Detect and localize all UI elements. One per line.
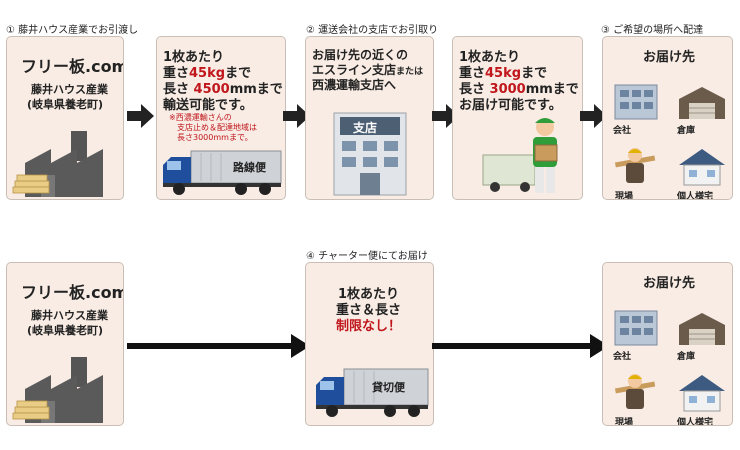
delivery-man-icon <box>482 118 558 193</box>
origin-site-name: フリー板.com <box>21 57 124 76</box>
charter-line2: 重さ＆長さ <box>336 303 402 318</box>
destination-house-label: 個人様宅 <box>677 418 714 426</box>
arrow-right-icon <box>283 104 310 128</box>
destination-warehouse-label: 倉庫 <box>677 352 696 362</box>
branch-line2: エスライン支店または <box>312 63 424 77</box>
step-3-label: ③ ご希望の場所へ配達 <box>601 25 704 36</box>
charter-box: 1枚あたり 重さ＆長さ 制限なし！ 貸切便 <box>305 262 434 426</box>
destination-title: お届け先 <box>643 276 696 291</box>
step-1-label: ① 藤井ハウス産業でお引渡し <box>6 25 139 36</box>
truck-icon <box>316 368 429 417</box>
truck-note-3: 長さ3000mmまで。 <box>177 133 253 142</box>
truck-line1: 1枚あたり <box>163 50 225 65</box>
destination-office-label: 会社 <box>613 352 632 362</box>
step-2-label: ② 運送会社の支店でお引取り <box>306 25 439 36</box>
origin-site-name: フリー板.com <box>21 283 124 302</box>
worker-icon <box>614 374 656 409</box>
delivery-limit-box: 1枚あたり 重さ45kgまで 長さ 3000mmまで お届け可能です。 <box>452 36 583 200</box>
house-icon <box>679 375 725 412</box>
destination-site-label: 現場 <box>615 418 634 426</box>
step-4-label: ④ チャーター便にてお届け <box>306 251 428 262</box>
charter-line3: 制限なし！ <box>336 319 402 334</box>
destination-box: お届け先 会社 倉庫 現場 個人様宅 <box>602 262 733 426</box>
destination-title: お届け先 <box>643 50 696 65</box>
charter-line1: 1枚あたり <box>338 287 400 302</box>
origin-location: (岐阜県養老町) <box>27 324 104 337</box>
truck-line4: 輸送可能です。 <box>163 98 253 113</box>
charter-truck-label: 貸切便 <box>372 381 405 394</box>
long-arrow-right-icon <box>432 334 609 358</box>
truck-note-1: ※西濃運輸さんの <box>169 113 232 122</box>
origin-box: フリー板.com 藤井ハウス産業 (岐阜県養老町) <box>6 36 124 200</box>
destination-house-label: 個人様宅 <box>677 192 714 200</box>
truck-route-box: 1枚あたり 重さ45kgまで 長さ 4500mmまで 輸送可能です。 ※西濃運輸… <box>156 36 286 200</box>
branch-building-label: 支店 <box>353 121 378 135</box>
truck-icon <box>163 150 282 195</box>
truck-length-line: 長さ 4500mmまで <box>163 82 283 97</box>
origin-box: フリー板.com 藤井ハウス産業 (岐阜県養老町) <box>6 262 124 426</box>
worker-icon <box>614 148 656 183</box>
warehouse-icon <box>679 87 725 119</box>
truck-type-label: 路線便 <box>233 161 266 174</box>
branch-pickup-box: お届け先の近くの エスライン支店または 西濃運輸支店へ 支店 <box>305 36 434 200</box>
arrow-right-icon <box>580 104 607 128</box>
branch-line3: 西濃運輸支店へ <box>312 78 397 92</box>
truck-weight-line: 重さ45kgまで <box>163 66 252 81</box>
delivery-line1: 1枚あたり <box>459 50 521 65</box>
delivery-line4: お届け可能です。 <box>459 98 562 113</box>
truck-note-2: 支店止め＆配達地域は <box>177 123 257 132</box>
house-icon <box>679 149 725 186</box>
warehouse-icon <box>679 313 725 345</box>
delivery-length-line: 長さ 3000mmまで <box>459 82 579 97</box>
delivery-weight-line: 重さ45kgまで <box>459 66 548 81</box>
origin-company: 藤井ハウス産業 <box>31 309 108 322</box>
factory-icon <box>12 131 103 197</box>
long-arrow-right-icon <box>127 334 310 358</box>
factory-icon <box>12 357 103 423</box>
office-building-icon <box>614 310 658 346</box>
office-building-icon <box>614 84 658 120</box>
branch-line1: お届け先の近くの <box>312 48 409 62</box>
origin-company: 藤井ハウス産業 <box>31 83 108 96</box>
destination-warehouse-label: 倉庫 <box>677 126 696 136</box>
origin-location: (岐阜県養老町) <box>27 98 104 111</box>
branch-building-icon <box>333 112 407 196</box>
arrow-right-icon <box>127 104 154 128</box>
destination-site-label: 現場 <box>615 192 634 200</box>
destination-office-label: 会社 <box>613 126 632 136</box>
destination-box: お届け先 会社 倉庫 現場 個人様宅 <box>602 36 733 200</box>
